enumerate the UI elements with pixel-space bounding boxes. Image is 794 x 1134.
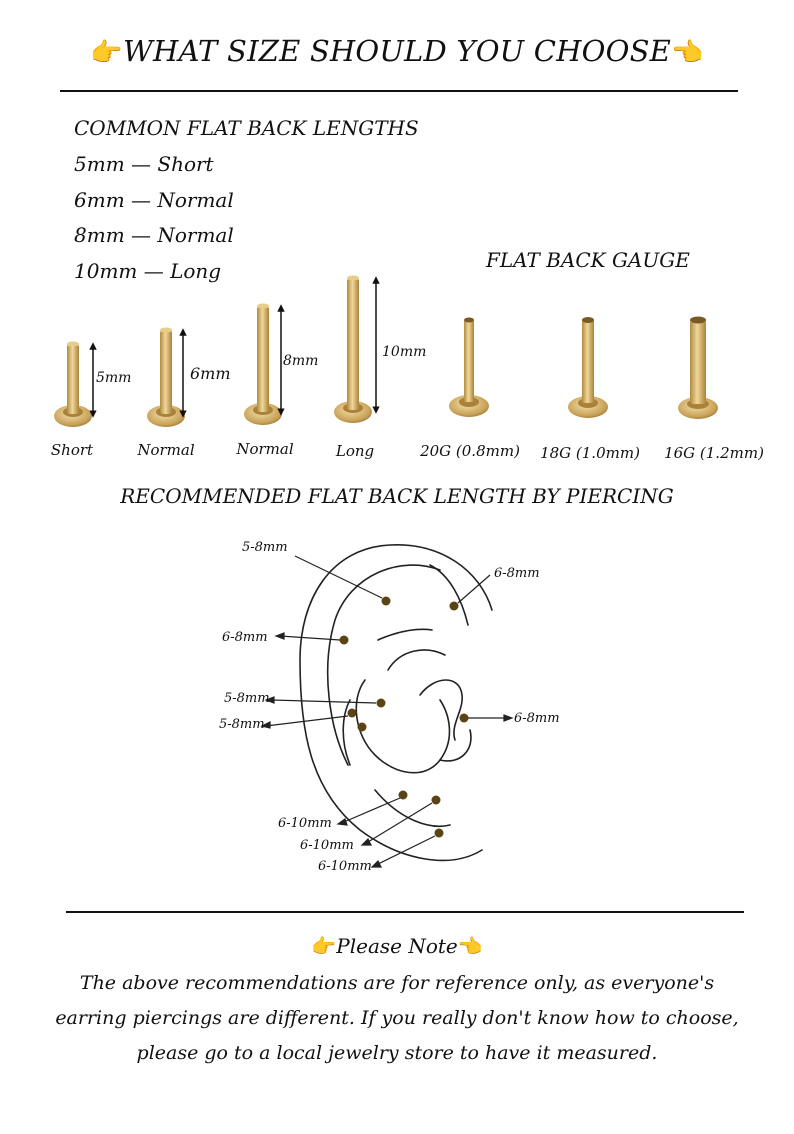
ear-diagram	[260, 544, 514, 868]
dim-label-5mm: 5mm	[96, 370, 132, 386]
ear-label-upper-helix: 6-8mm	[494, 566, 540, 581]
length-line-6mm: 6mm — Normal	[74, 188, 234, 212]
post-20g	[449, 317, 489, 417]
post-label-long: Long	[335, 442, 375, 460]
length-line-5mm: 5mm — Short	[74, 152, 214, 176]
gauge-heading: FLAT BACK GAUGE	[486, 248, 690, 272]
post-label-16g: 16G (1.2mm)	[664, 444, 764, 462]
post-label-18g: 18G (1.0mm)	[540, 444, 640, 462]
post-18g	[568, 317, 608, 418]
dim-label-6mm: 6mm	[190, 364, 231, 383]
note-title-text: Please Note	[336, 934, 458, 958]
post-16g	[678, 316, 718, 419]
note-pointing-left-hand-icon: 👈	[457, 934, 483, 958]
lengths-heading: COMMON FLAT BACK LENGTHS	[74, 116, 419, 140]
note-line-1: The above recommendations are for refere…	[79, 972, 715, 994]
bottom-divider	[66, 911, 744, 913]
length-line-8mm: 8mm — Normal	[74, 223, 234, 247]
ear-label-tragus: 6-8mm	[514, 711, 560, 726]
length-line-10mm: 10mm — Long	[74, 259, 222, 283]
ear-label-lobe-1: 6-10mm	[278, 816, 332, 831]
post-normal-6mm	[147, 327, 185, 427]
piercing-dots	[339, 596, 469, 838]
dim-label-8mm: 8mm	[283, 353, 319, 369]
page-title: 👉WHAT SIZE SHOULD YOU CHOOSE👈	[0, 34, 794, 68]
ear-label-inner-helix: 6-8mm	[222, 630, 268, 645]
title-text: WHAT SIZE SHOULD YOU CHOOSE	[122, 34, 672, 68]
note-line-2: earring piercings are different. If you …	[55, 1007, 739, 1029]
post-label-20g: 20G (0.8mm)	[420, 442, 520, 460]
post-label-normal-8: Normal	[236, 440, 294, 458]
pointing-right-hand-icon: 👉	[90, 38, 123, 68]
post-normal-8mm	[244, 303, 282, 425]
pointing-left-hand-icon: 👈	[671, 38, 704, 68]
post-short-5mm	[54, 341, 92, 427]
ear-label-rook: 5-8mm	[219, 717, 265, 732]
flat-back-posts-illustration	[54, 275, 718, 427]
ear-label-daith: 5-8mm	[224, 691, 270, 706]
ear-label-helix: 5-8mm	[242, 540, 288, 555]
post-label-normal-6: Normal	[137, 441, 195, 459]
post-long-10mm	[334, 275, 372, 423]
recommend-heading: RECOMMENDED FLAT BACK LENGTH BY PIERCING	[120, 484, 674, 508]
note-pointing-right-hand-icon: 👉	[311, 934, 337, 958]
ear-label-lobe-3: 6-10mm	[318, 859, 372, 874]
top-divider	[60, 90, 738, 92]
note-body: The above recommendations are for refere…	[40, 966, 754, 1071]
dim-label-10mm: 10mm	[382, 344, 427, 360]
ear-label-lobe-2: 6-10mm	[300, 838, 354, 853]
note-title: 👉Please Note👈	[0, 934, 794, 958]
post-label-short: Short	[50, 441, 94, 459]
note-line-3: please go to a local jewelry store to ha…	[136, 1042, 658, 1064]
